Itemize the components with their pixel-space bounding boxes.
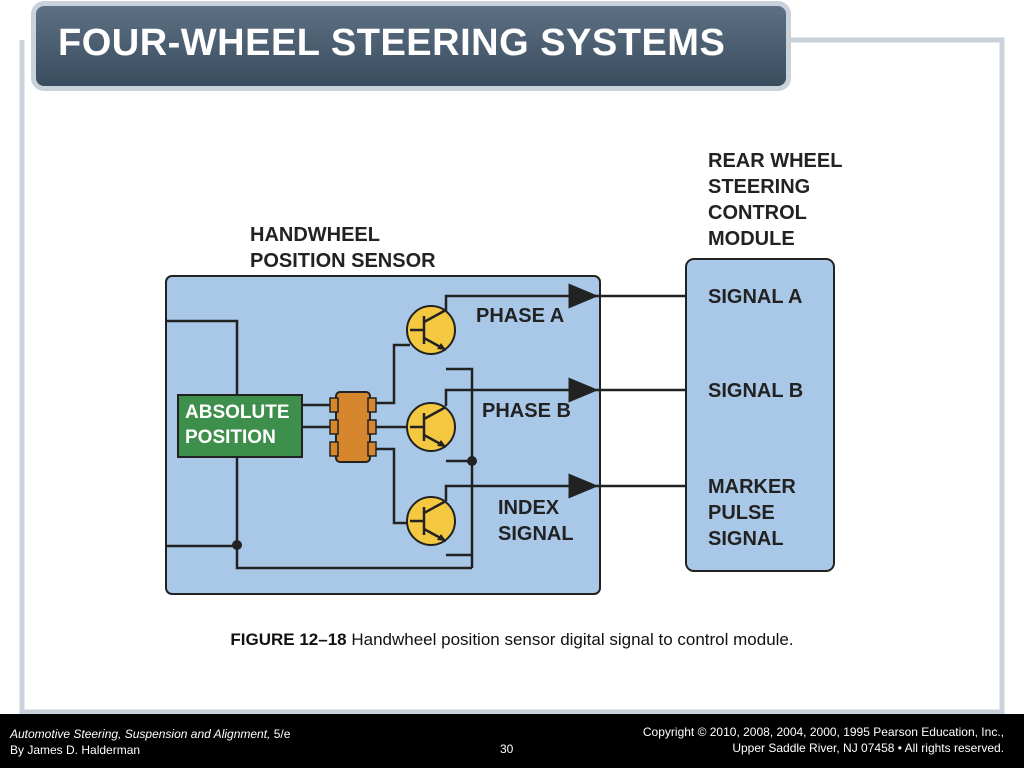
signal-a-label: SIGNAL A: [708, 286, 803, 308]
figure-text: Handwheel position sensor digital signal…: [346, 630, 794, 649]
optocoupler-icon: [329, 391, 377, 463]
figure-number: FIGURE 12–18: [230, 630, 347, 649]
book-author: By James D. Halderman: [10, 743, 141, 757]
junction-dot: [232, 540, 242, 550]
index-signal-label: INDEX SIGNAL: [498, 497, 574, 545]
phase-b-label: PHASE B: [482, 400, 571, 422]
marker-pulse-label: MARKER PULSE SIGNAL: [708, 476, 796, 550]
figure-caption: FIGURE 12–18 Handwheel position sensor d…: [0, 630, 1024, 650]
absolute-position-label: ABSOLUTE POSITION: [185, 402, 290, 448]
phase-a-label: PHASE A: [476, 305, 565, 327]
module-box: [685, 258, 835, 572]
transistor-icon: [406, 402, 456, 452]
title-bar: [36, 6, 786, 86]
address-line: Upper Saddle River, NJ 07458 • All right…: [732, 741, 1004, 755]
copyright-line: Copyright © 2010, 2008, 2004, 2000, 1995…: [642, 725, 1004, 739]
absolute-position-box: [177, 394, 303, 458]
footer-copyright: Copyright © 2010, 2008, 2004, 2000, 1995…: [643, 724, 1004, 756]
transistor-icon: [406, 496, 456, 546]
book-title: Automotive Steering, Suspension and Alig…: [10, 727, 271, 741]
page-number: 30: [500, 742, 514, 756]
slide-title: FOUR-WHEEL STEERING SYSTEMS: [58, 22, 726, 64]
footer-bar: Automotive Steering, Suspension and Alig…: [0, 714, 1024, 768]
sensor-label: HANDWHEEL POSITION SENSOR: [250, 224, 436, 272]
signal-b-label: SIGNAL B: [708, 380, 804, 402]
rear-module-label: REAR WHEEL STEERING CONTROL MODULE: [708, 150, 843, 250]
book-edition: 5/e: [270, 727, 291, 741]
junction-dot: [467, 456, 477, 466]
footer-book-info: Automotive Steering, Suspension and Alig…: [10, 726, 290, 758]
sensor-box: [165, 275, 601, 595]
transistor-icon: [406, 305, 456, 355]
